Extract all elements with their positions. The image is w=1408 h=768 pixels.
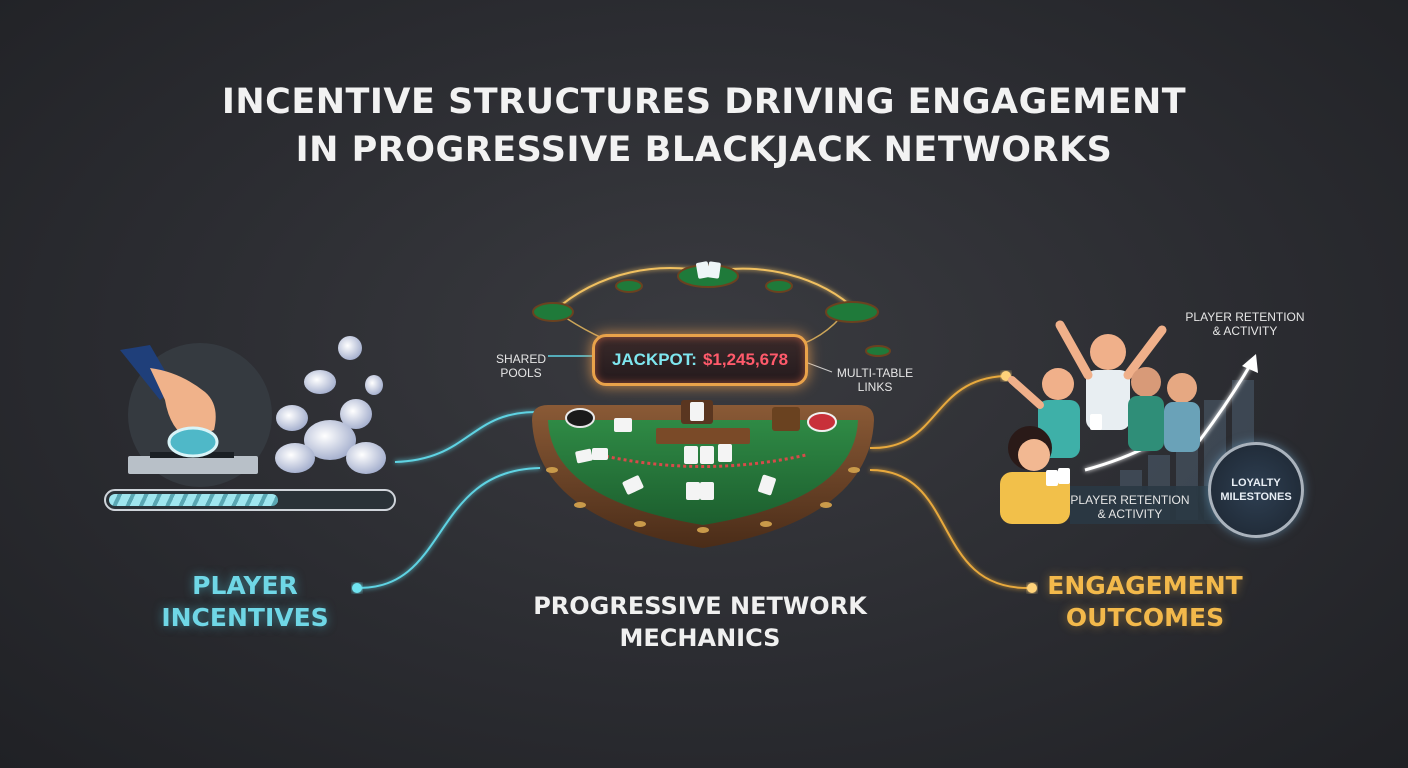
table-cup-holders [546, 467, 860, 533]
jackpot-label: JACKPOT: [611, 350, 697, 369]
jackpot-amount: $1,245,678 [702, 350, 789, 369]
retention-bottom-line-1: PLAYER RETENTION [1070, 493, 1190, 507]
mini-table-2 [615, 279, 643, 293]
loyalty-line-1: LOYALTY [1231, 477, 1281, 489]
poker-chip-icon [340, 399, 372, 429]
poker-chip-icon [304, 420, 356, 460]
outcome-panel [1070, 486, 1220, 524]
engagement-outcomes-line-2: OUTCOMES [1065, 603, 1225, 632]
poker-chip-icon [346, 442, 386, 474]
poker-chip-icon [338, 336, 362, 360]
incentive-progress-fill [109, 494, 278, 506]
cheering-players-icon [1000, 320, 1200, 524]
outcome-connectors [869, 375, 1031, 590]
poker-chip-icon [365, 375, 383, 395]
connector-node-player [352, 583, 362, 593]
network-mechanics-line-1: PROGRESSIVE NETWORK [533, 592, 867, 620]
network-mechanics-line-2: MECHANICS [619, 624, 781, 652]
multi-table-line-2: LINKS [857, 380, 893, 394]
shared-pools-line-2: POOLS [500, 366, 542, 380]
loyalty-milestones-badge: LOYALTY MILESTONES [1208, 442, 1304, 538]
retention-top-line-2: & ACTIVITY [1212, 324, 1278, 338]
connector-label-to-table [356, 467, 541, 590]
growth-arrow-head [1242, 354, 1258, 373]
engagement-outcomes-line-1: ENGAGEMENT [1047, 571, 1243, 600]
mini-table-5 [825, 301, 879, 323]
hand-inserting-chip-icon [120, 345, 258, 474]
playing-card-icon [707, 261, 721, 279]
table-cards [575, 418, 776, 500]
incentive-progress-bar [104, 489, 396, 511]
loyalty-line-2: MILESTONES [1220, 491, 1292, 503]
network-mini-tables [532, 261, 891, 357]
mini-table-4 [765, 279, 793, 293]
page-title: INCENTIVE STRUCTURES DRIVING ENGAGEMENT … [0, 78, 1408, 174]
connector-table-to-players [869, 375, 1005, 450]
section-player-incentives: PLAYER INCENTIVES [140, 570, 350, 634]
retention-callout-bottom: PLAYER RETENTION & ACTIVITY [1060, 493, 1200, 521]
title-line-2: IN PROGRESSIVE BLACKJACK NETWORKS [295, 130, 1113, 170]
table-chip-stacks [565, 408, 837, 432]
player-incentives-line-2: INCENTIVES [161, 603, 329, 632]
mini-table-6 [865, 345, 891, 357]
shared-pools-line-1: SHARED [495, 352, 546, 366]
blackjack-table-icon [532, 400, 874, 548]
poker-chip-icon [275, 443, 315, 473]
playing-card-icon [1046, 470, 1058, 486]
retention-callout-top: PLAYER RETENTION & ACTIVITY [1170, 310, 1320, 338]
connector-incentives-to-table [394, 410, 541, 463]
playing-card-icon [1090, 414, 1102, 430]
multi-table-line-1: MULTI-TABLE [836, 366, 914, 380]
title-line-1: INCENTIVE STRUCTURES DRIVING ENGAGEMENT [221, 82, 1187, 122]
player-connectors [356, 410, 541, 590]
retention-bottom-line-2: & ACTIVITY [1097, 507, 1163, 521]
connector-node-outcomes [1027, 583, 1037, 593]
retention-top-line-1: PLAYER RETENTION [1185, 310, 1305, 324]
flying-chips [275, 336, 386, 474]
playing-card-icon [696, 261, 710, 279]
section-engagement-outcomes: ENGAGEMENT OUTCOMES [1030, 570, 1260, 634]
mini-table-1 [532, 302, 574, 322]
poker-chip-icon [304, 370, 336, 394]
playing-card-icon [1058, 468, 1070, 484]
shared-pools-callout: SHARED POOLS [486, 352, 556, 380]
player-incentives-line-1: PLAYER [192, 571, 298, 600]
jackpot-display: JACKPOT: $1,245,678 [592, 334, 808, 386]
connector-table-to-outcomes [869, 469, 1031, 590]
section-network-mechanics: PROGRESSIVE NETWORK MECHANICS [500, 590, 900, 654]
multi-table-links-callout: MULTI-TABLE LINKS [820, 366, 930, 394]
poker-chip-icon [276, 405, 308, 431]
